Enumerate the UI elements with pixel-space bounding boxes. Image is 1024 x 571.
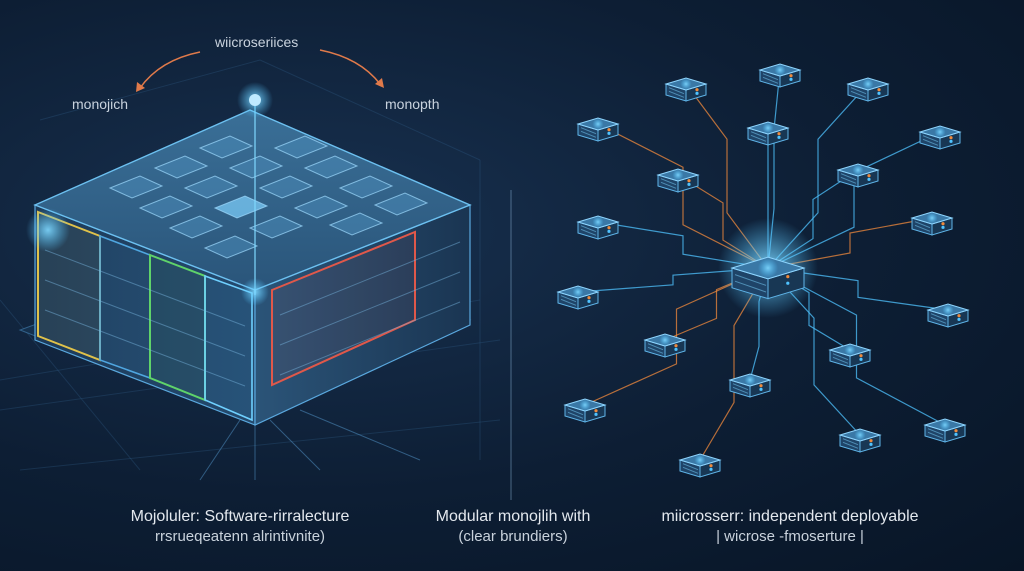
- microservices-network: [556, 63, 970, 478]
- caption-center-line2: (clear brundiers): [458, 528, 568, 545]
- label-top-left: monojich: [72, 96, 129, 112]
- central-hub-node: [730, 256, 806, 300]
- microservice-node: [664, 77, 708, 102]
- microservice-node: [846, 77, 890, 102]
- module-boundary-cyan: [204, 274, 253, 422]
- microservice-node: [838, 428, 882, 453]
- caption-center-line1: Modular monojlih with: [435, 508, 591, 525]
- microservice-node: [643, 333, 687, 358]
- modular-monolith-block: [18, 82, 472, 481]
- ground-lines: [199, 409, 421, 481]
- module-boundary-blue: [99, 234, 151, 380]
- microservice-node: [923, 418, 967, 443]
- caption-left-line2: rrsrueqeatenn alrintivnite): [154, 528, 326, 545]
- caption-right-line1: miicrosserr: independent deployable: [661, 508, 919, 525]
- caption-left-line1: Mojoluler: Software-rirralecture: [130, 508, 350, 525]
- microservice-node: [678, 453, 722, 478]
- glow-node-corner: [241, 278, 269, 306]
- label-top-right: monopth: [385, 96, 440, 112]
- glow-node-top-core: [249, 94, 261, 106]
- arrow-right: [319, 49, 381, 85]
- microservice-node: [926, 303, 970, 328]
- glow-node-left: [26, 208, 70, 252]
- caption-right-line2: | wicrose -fmoserture |: [716, 528, 864, 545]
- module-boundary-red: [271, 230, 416, 387]
- microservice-node: [576, 215, 620, 240]
- module-boundary-green: [149, 253, 206, 402]
- microservice-node: [918, 125, 962, 150]
- microservice-node: [828, 343, 872, 368]
- microservice-node: [836, 163, 880, 188]
- microservice-node: [910, 211, 954, 236]
- microservice-node: [728, 373, 772, 398]
- microservice-node: [556, 285, 600, 310]
- arrow-left: [139, 51, 201, 89]
- microservice-node: [746, 121, 790, 146]
- migration-arrows: [136, 49, 384, 92]
- microservice-node: [656, 168, 700, 193]
- label-top-center: wiicroseriices: [215, 34, 299, 50]
- microservice-node: [758, 63, 802, 88]
- microservice-node: [563, 398, 607, 423]
- monolith-top-tiles: [108, 135, 429, 259]
- microservice-node: [576, 117, 620, 142]
- monolith-rack-lines: [44, 241, 461, 387]
- service-link: [584, 267, 769, 406]
